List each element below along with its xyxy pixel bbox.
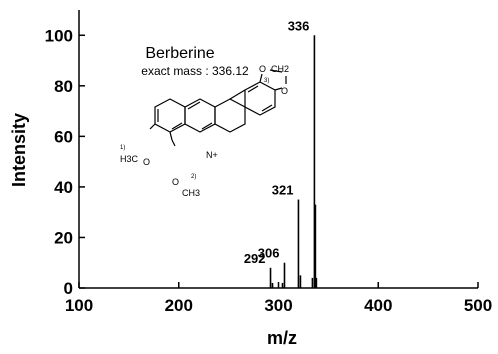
y-axis-title: Intensity [9,113,29,187]
y-tick-label: 20 [54,228,73,247]
compound-name: Berberine [145,45,214,62]
x-tick-label: 100 [65,296,93,315]
berberine-structure [149,69,287,147]
x-axis-title: m/z [267,328,297,348]
y-ticks: 0 20 40 60 80 100 [45,26,85,298]
peak-label-292: 292 [244,251,266,266]
marker-1: 1) [120,145,125,151]
compound-mass: exact mass : 336.12 [141,64,249,78]
methoxy-2-o: O [172,177,179,187]
ring-o-top: O [259,64,266,74]
nitrogen-label: N+ [206,150,218,160]
ring-o-side: O [281,86,288,96]
y-tick-label: 40 [54,178,73,197]
x-tick-label: 200 [165,296,193,315]
peaks [269,35,318,288]
x-ticks: 100 200 300 400 500 [65,282,492,315]
marker-3: 3) [264,78,269,84]
x-tick-label: 500 [464,296,492,315]
methylene-label: CH2 [271,64,289,74]
y-tick-label: 60 [54,127,73,146]
peak-label-306: 306 [258,246,280,261]
x-tick-label: 400 [364,296,392,315]
x-tick-label: 300 [264,296,292,315]
methoxy-1-o: O [143,157,150,167]
peak-label-321: 321 [272,183,294,198]
y-tick-label: 100 [45,26,73,45]
y-tick-label: 0 [64,279,73,298]
y-tick-label: 80 [54,77,73,96]
methoxy-1-label: H3C [120,154,139,164]
methoxy-2-label: CH3 [182,188,200,198]
marker-2: 2) [191,174,196,180]
peak-label-336: 336 [288,18,310,33]
